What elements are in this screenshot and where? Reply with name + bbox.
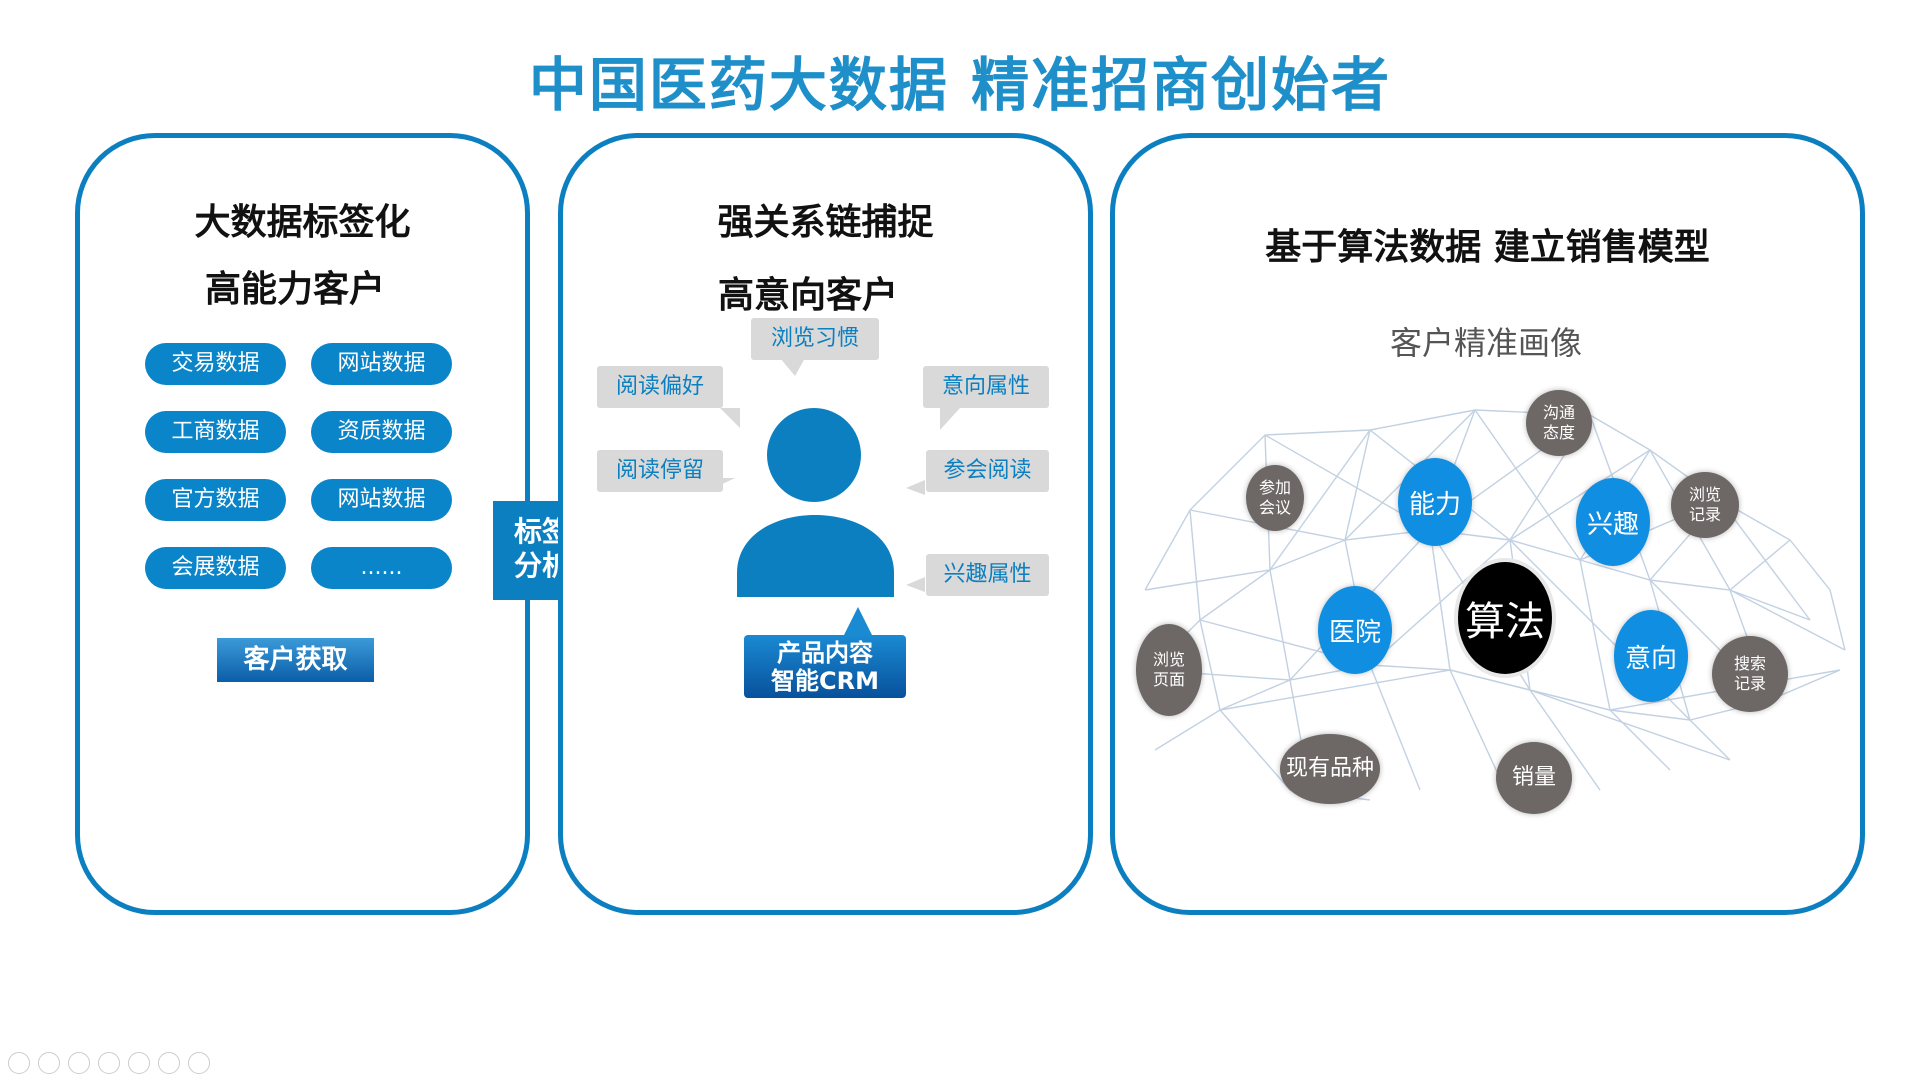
- zoom-icon[interactable]: [128, 1052, 150, 1074]
- panel-mid-subtitle: 高意向客户: [717, 275, 898, 316]
- bubble-intention-attribute: 意向属性: [923, 366, 1049, 408]
- smart-crm-box: 产品内容 智能CRM: [744, 635, 906, 698]
- node-ability: 能力: [1398, 458, 1472, 546]
- slides-grid-icon[interactable]: [98, 1052, 120, 1074]
- node-sales: 销量: [1496, 742, 1572, 814]
- pill-exhibition-data: 会展数据: [145, 547, 286, 589]
- node-hospital: 医院: [1318, 586, 1392, 674]
- portrait-label: 客户精准画像: [1390, 324, 1583, 362]
- pill-trade-data: 交易数据: [145, 343, 286, 385]
- bubble-interest-attribute: 兴趣属性: [926, 554, 1049, 596]
- node-products-label: 现有品种: [1285, 756, 1374, 781]
- prev-slide-icon[interactable]: [8, 1052, 30, 1074]
- node-sales-label: 销量: [1511, 765, 1556, 790]
- person-icon: [737, 408, 894, 597]
- node-browse-page-label: 浏览页面: [1152, 650, 1185, 689]
- pen-icon[interactable]: [68, 1052, 90, 1074]
- panel-mid-title: 强关系链捕捉: [717, 202, 934, 243]
- node-browse-record: 浏览记录: [1671, 472, 1739, 538]
- crm-pointer: [843, 607, 873, 637]
- node-interest-label: 兴趣: [1586, 509, 1639, 540]
- panel-sales-model: [1110, 133, 1865, 915]
- node-products: 现有品种: [1280, 734, 1380, 804]
- slide-nav-toolbar: [8, 1052, 210, 1074]
- next-slide-icon[interactable]: [38, 1052, 60, 1074]
- node-ability-label: 能力: [1408, 489, 1461, 520]
- bubble-browse-habit: 浏览习惯: [751, 318, 879, 360]
- network-mesh: [1144, 408, 1846, 801]
- panel-left-subtitle: 高能力客户: [204, 269, 385, 310]
- node-intention-label: 意向: [1624, 643, 1677, 674]
- bubble-meeting-reading: 参会阅读: [926, 450, 1049, 492]
- crm-line-2: 智能CRM: [771, 667, 879, 695]
- pill-official-data: 官方数据: [145, 479, 286, 521]
- page-title: 中国医药大数据 精准招商创始者: [528, 51, 1392, 119]
- node-hospital-label: 医院: [1328, 617, 1381, 648]
- pill-more: ......: [311, 547, 452, 589]
- node-search-record-label: 搜索记录: [1733, 654, 1766, 693]
- node-meeting: 参加会议: [1246, 465, 1304, 531]
- pill-business-data: 工商数据: [145, 411, 286, 453]
- node-meeting-label: 参加会议: [1258, 478, 1291, 517]
- pill-website-data: 网站数据: [311, 343, 452, 385]
- panel-data-tagging: [75, 133, 530, 915]
- node-interest: 兴趣: [1576, 478, 1650, 566]
- bubble-reading-preference: 阅读偏好: [597, 366, 723, 408]
- node-communication-label: 沟通态度: [1542, 403, 1575, 442]
- subtitle-icon[interactable]: [158, 1052, 180, 1074]
- node-algorithm-label: 算法: [1465, 599, 1545, 645]
- crm-line-1: 产品内容: [777, 639, 873, 667]
- node-search-record: 搜索记录: [1712, 636, 1788, 712]
- node-browse-record-label: 浏览记录: [1688, 485, 1721, 524]
- pill-website-data-2: 网站数据: [311, 479, 452, 521]
- bubble-reading-dwell: 阅读停留: [597, 450, 723, 492]
- node-communication: 沟通态度: [1526, 390, 1592, 456]
- more-options-icon[interactable]: [188, 1052, 210, 1074]
- customer-acquire-label: 客户获取: [217, 638, 374, 682]
- panel-right-title: 基于算法数据 建立销售模型: [1265, 227, 1710, 268]
- pill-qualification-data: 资质数据: [311, 411, 452, 453]
- panel-left-title: 大数据标签化: [194, 202, 411, 243]
- node-algorithm: 算法: [1454, 558, 1556, 678]
- node-browse-page: 浏览页面: [1136, 624, 1202, 716]
- node-intention: 意向: [1614, 610, 1688, 702]
